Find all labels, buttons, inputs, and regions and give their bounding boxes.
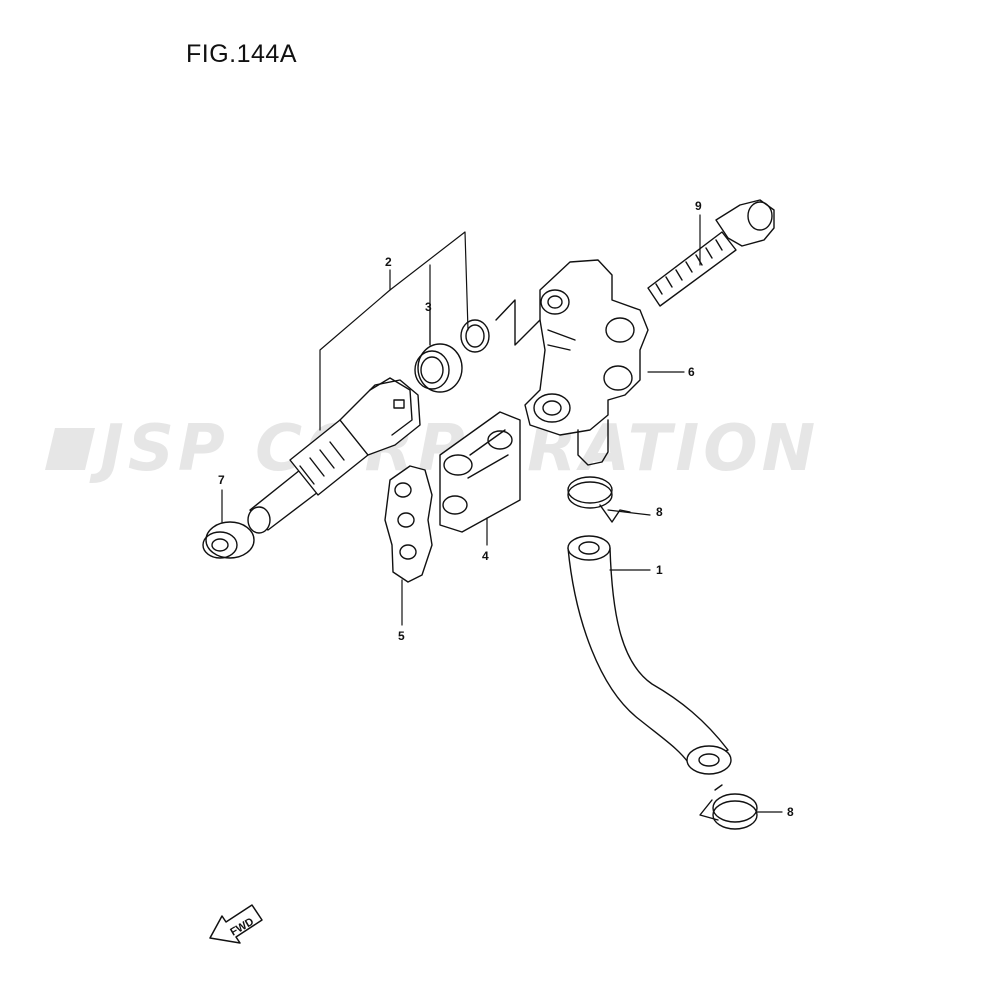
bolt-9 — [647, 199, 775, 307]
cap-7 — [202, 521, 255, 559]
callout-1: 1 — [656, 563, 663, 577]
callout-3: 3 — [425, 300, 432, 314]
gasket-5 — [384, 465, 433, 583]
grommet-3 — [414, 343, 463, 393]
bracket-block-4 — [439, 411, 521, 533]
hose-clip-8-upper — [567, 476, 631, 523]
callout-8-lower: 8 — [787, 805, 794, 819]
watermark: JSP CORPORATION — [45, 412, 815, 486]
callout-5: 5 — [398, 629, 405, 643]
callout-4: 4 — [482, 549, 489, 563]
leader-lines — [221, 214, 783, 813]
callout-6: 6 — [688, 365, 695, 379]
sensor-assembly-2 — [247, 377, 421, 534]
callout-9: 9 — [695, 199, 702, 213]
figure-title: FIG.144A — [186, 40, 297, 68]
callout-7: 7 — [218, 473, 225, 487]
hose-1 — [567, 535, 732, 775]
callouts: 2 3 4 5 6 7 8 1 8 9 — [218, 199, 794, 819]
hose-clip-8-lower — [699, 784, 758, 830]
fwd-arrow: FWD — [209, 904, 263, 944]
callout-8-upper: 8 — [656, 505, 663, 519]
callout-2: 2 — [385, 255, 392, 269]
o-ring-2 — [460, 319, 490, 353]
holder-housing-6 — [495, 259, 649, 466]
